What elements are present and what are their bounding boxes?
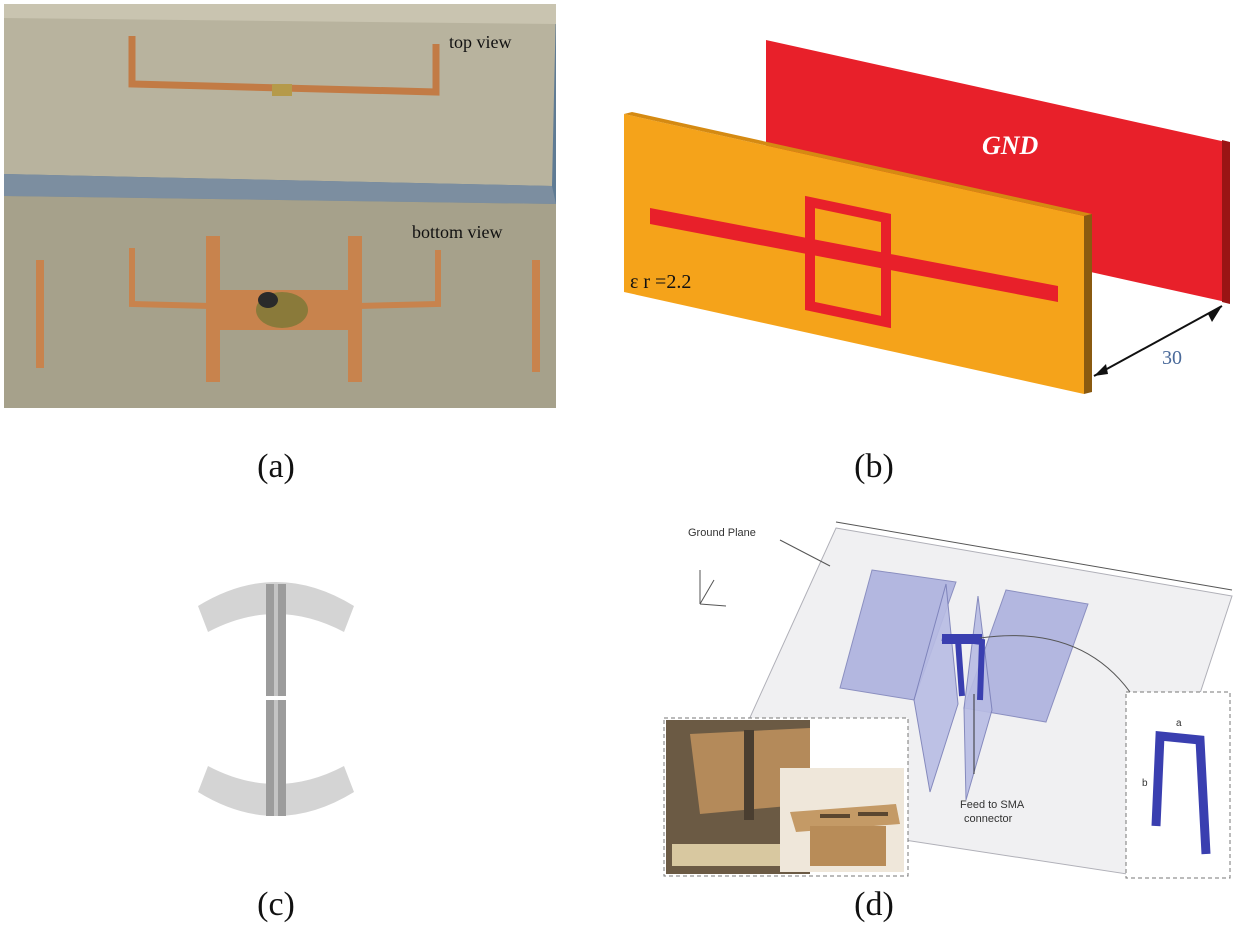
permittivity-label: ε r =2.2 [630, 271, 691, 293]
distance-arrow [1093, 305, 1223, 377]
panel-d-svg: Ground Plane Feed to SMA connector b a [663, 521, 1233, 879]
ground-plane-leader [779, 539, 831, 567]
dim-b-label: b [1142, 778, 1148, 789]
bottom-left-strip [36, 260, 44, 368]
feed-label-line1: Feed to SMA [960, 799, 1025, 811]
panel-d-model: Ground Plane Feed to SMA connector b a [660, 514, 1244, 884]
caption-b: (b) [854, 448, 894, 485]
sma-connector [258, 292, 278, 308]
panel-b-svg: GND ε r =2.2 30 [624, 40, 1230, 394]
distance-label: 30 [1162, 347, 1182, 369]
caption-a: (a) [257, 448, 295, 485]
caption-d: (d) [854, 886, 894, 923]
detail-inset [1125, 691, 1231, 879]
panel-a-svg: top view bottom view [4, 4, 556, 408]
ground-plane-label: Ground Plane [688, 527, 756, 539]
panel-c-svg [198, 582, 354, 816]
panel-c-antenna [190, 570, 370, 830]
square-ring [805, 195, 891, 329]
bottom-right-strip [532, 260, 540, 372]
top-view-label: top view [449, 32, 512, 52]
bottom-view-label: bottom view [412, 222, 503, 242]
inset-u-strip [1151, 731, 1211, 855]
dim-a-label: a [1176, 718, 1182, 729]
gnd-plane [766, 40, 1226, 302]
top-feed-point [272, 84, 292, 96]
gnd-label: GND [982, 131, 1039, 160]
panel-a-photo: top view bottom view [4, 4, 556, 408]
feed-strip [650, 208, 1058, 302]
panel-b-model: GND ε r =2.2 30 [610, 30, 1242, 410]
caption-c: (c) [257, 886, 295, 923]
feed-gap [260, 696, 292, 700]
feed-label-line2: connector [964, 813, 1013, 825]
